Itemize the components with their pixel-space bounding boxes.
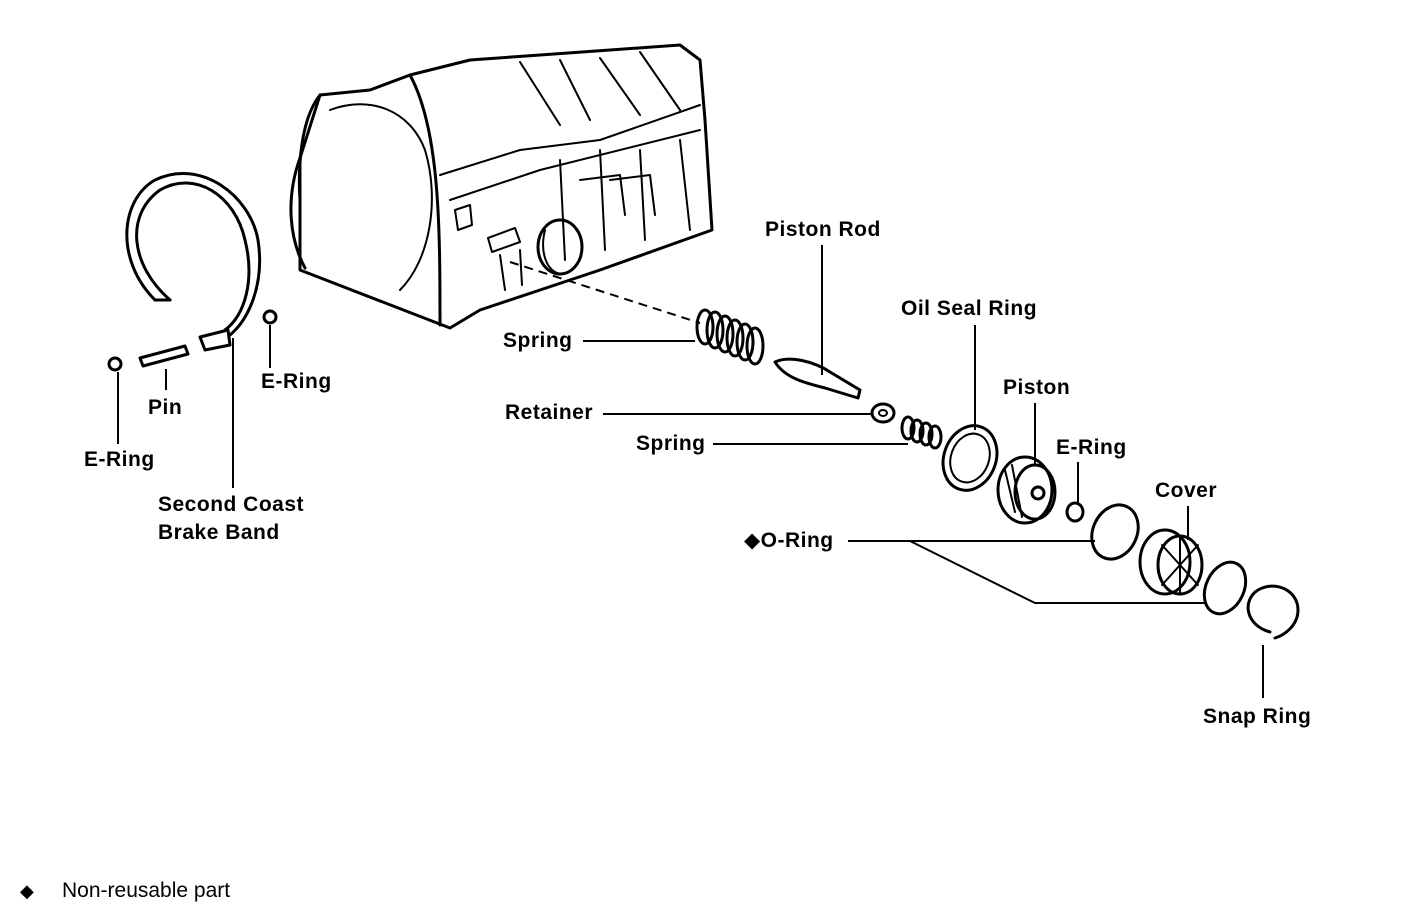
legend-text: Non-reusable part <box>62 879 231 902</box>
piston-rod-part <box>773 357 862 400</box>
spring-upper-part <box>695 308 765 366</box>
label-cover: Cover <box>1155 479 1218 502</box>
piston-part <box>996 455 1057 525</box>
alignment-dashed-line <box>509 261 701 324</box>
o-ring-upper-part <box>1090 503 1140 561</box>
cover-part <box>1138 528 1204 596</box>
transmission-case <box>289 43 714 330</box>
e-ring-right-part <box>1065 501 1085 523</box>
leader-lines <box>117 245 1264 698</box>
label-brake-band-line1: Second Coast <box>158 493 305 516</box>
label-piston: Piston <box>1003 376 1071 399</box>
e-ring-mid-part <box>262 309 278 325</box>
spring-lower-part <box>900 415 943 450</box>
oil-seal-ring-part <box>941 424 999 492</box>
non-reusable-symbol-icon: ◆ <box>20 881 34 901</box>
label-e-ring-mid: E-Ring <box>261 370 332 393</box>
pin-part <box>138 344 190 368</box>
o-ring-lower-part <box>1202 560 1248 616</box>
label-snap-ring: Snap Ring <box>1203 705 1312 728</box>
label-retainer: Retainer <box>505 401 594 424</box>
snap-ring-part <box>1246 584 1300 640</box>
legend: ◆ Non-reusable part <box>20 879 230 903</box>
label-pin: Pin <box>148 396 183 419</box>
label-e-ring-right: E-Ring <box>1056 436 1127 459</box>
label-piston-rod: Piston Rod <box>765 218 881 241</box>
retainer-part <box>870 402 896 424</box>
brake-band <box>125 172 262 352</box>
label-o-ring: ◆O-Ring <box>744 529 834 552</box>
label-oil-seal-ring: Oil Seal Ring <box>901 297 1038 320</box>
label-spring-upper: Spring <box>503 329 573 352</box>
label-spring-lower: Spring <box>636 432 706 455</box>
e-ring-left-part <box>107 356 123 372</box>
label-brake-band-line2: Brake Band <box>158 521 280 544</box>
label-e-ring-left: E-Ring <box>84 448 155 471</box>
